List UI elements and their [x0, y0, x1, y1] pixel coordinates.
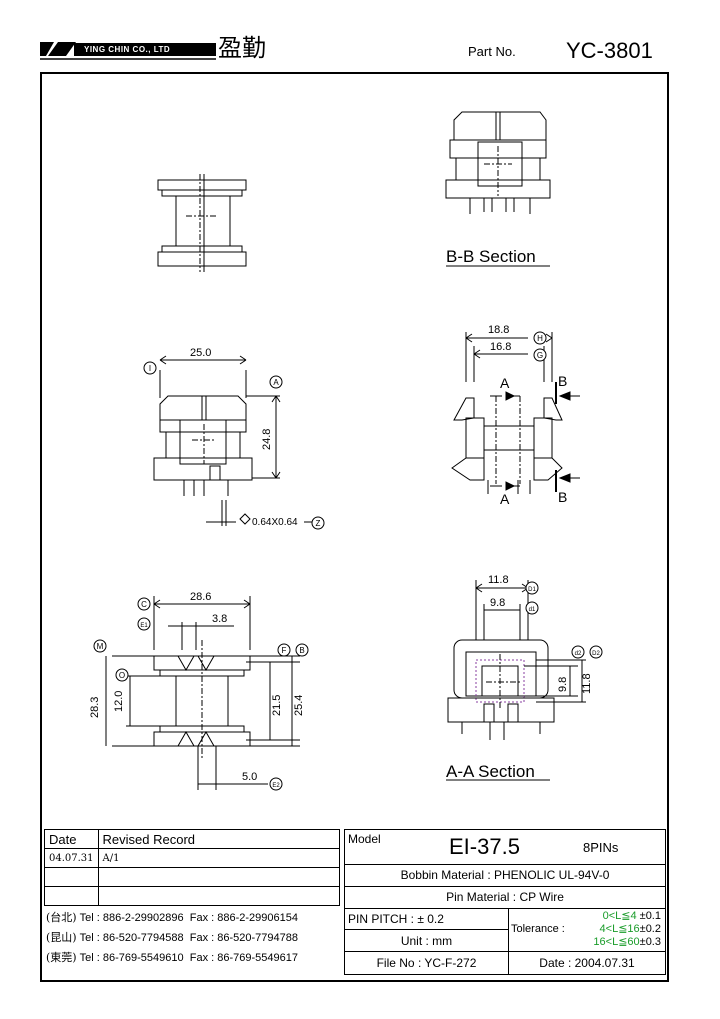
contact-city: (東莞) [46, 951, 77, 964]
dim-bot-width: 28.6 [190, 591, 211, 603]
contact-row: (昆山) Tel : 86-520-7794588 Fax : 86-520-7… [46, 928, 342, 948]
tol-value-2: ±0.2 [639, 923, 661, 935]
callout-f: F [282, 646, 287, 655]
dim-bot-pin-row: 5.0 [242, 771, 257, 783]
drawing-frame [40, 72, 669, 982]
callout-d1-upper: D1 [528, 587, 536, 593]
callout-b: B [299, 646, 304, 655]
tolerance-label: Tolerance : [511, 923, 565, 935]
contact-fax: Fax : 86-769-5549617 [189, 952, 298, 964]
contact-row: (台北) Tel : 886-2-29902896 Fax : 886-2-29… [46, 908, 342, 928]
dim-aa-h-big: 11.8 [581, 673, 593, 694]
rev-col-record: Revised Record [97, 829, 341, 849]
callout-z: Z [316, 519, 321, 528]
rev-record-1: A/1 [97, 848, 341, 868]
dim-aa-d1: 11.8 [488, 574, 509, 586]
tol-range-1: 0<L≦4 [602, 910, 637, 922]
top-view [157, 174, 247, 272]
tolerance-lines: 0<L≦4 ±0.1 4<L≦16±0.2 16<L≦60±0.3 [593, 910, 661, 949]
pin-count: 8PINs [583, 840, 619, 855]
part-no: YC-3801 [566, 38, 653, 63]
bobbin-material: Bobbin Material : PHENOLIC UL-94V-0 [345, 864, 665, 887]
callout-circles [93, 331, 603, 791]
cut-a-bottom: A [500, 491, 510, 507]
callout-d1-lower: d1 [529, 607, 536, 613]
cut-b-bottom: B [558, 489, 567, 505]
dim-bot-left-inner: 12.0 [113, 691, 125, 712]
model-value: EI-37.5 [449, 834, 520, 859]
dim-bot-right-outer: 25.4 [293, 695, 305, 716]
tol-range-3: 16<L≦60 [593, 936, 640, 948]
pin-pitch: PIN PITCH : ± 0.2 [345, 908, 509, 930]
unit: Unit : mm [345, 930, 509, 952]
cut-b-top: B [558, 373, 567, 389]
contact-tel: Tel : 886-2-29902896 [79, 912, 184, 924]
dim-bot-left-outer: 28.3 [89, 697, 101, 718]
callout-i: I [149, 364, 151, 373]
rev-record-3 [97, 886, 341, 906]
rev-record-2 [97, 867, 341, 887]
callout-e1: E1 [140, 623, 148, 629]
dim-side-height: 24.8 [261, 429, 273, 450]
bottom-view [105, 596, 300, 790]
tolerance-line: 16<L≦60±0.3 [593, 936, 661, 949]
callout-c: C [141, 600, 147, 609]
rev-col-date: Date [44, 829, 99, 849]
bb-section-view [445, 111, 551, 267]
spec-model-row: Model EI-37.5 8PINs [345, 830, 665, 865]
callout-h: H [537, 334, 543, 343]
rev-date-1: 04.07.31 [44, 848, 99, 868]
logo-mark-icon [40, 42, 216, 60]
profile-view [451, 332, 580, 494]
contact-city: (昆山) [46, 931, 77, 944]
dim-g-top: 16.8 [490, 341, 511, 353]
file-no: File No : YC-F-272 [345, 952, 509, 974]
callout-g: G [537, 351, 543, 360]
side-view [153, 355, 312, 526]
callout-o: O [119, 671, 125, 680]
contact-city: (台北) [46, 911, 77, 924]
dim-aa-h-small: 9.8 [557, 677, 569, 692]
cut-a-top: A [500, 375, 510, 391]
drawing-date: Date : 2004.07.31 [539, 956, 635, 970]
callout-d2-lower: d2 [575, 651, 582, 657]
tol-value-1: ±0.1 [639, 910, 661, 922]
tolerance-block: Tolerance : 0<L≦4 ±0.1 4<L≦16±0.2 16<L≦6… [509, 908, 665, 952]
bb-section-title: B-B Section [446, 247, 536, 266]
rev-date-2 [44, 867, 99, 887]
dim-aa-d-small: 9.8 [490, 597, 505, 609]
dim-bot-right-inner: 21.5 [271, 695, 283, 716]
callout-m: M [97, 642, 104, 651]
contact-fax: Fax : 86-520-7794788 [189, 932, 298, 944]
contact-tel: Tel : 86-769-5549610 [79, 952, 184, 964]
contact-tel: Tel : 86-520-7794588 [79, 932, 184, 944]
revision-table: Date Revised Record 04.07.31 A/1 [44, 829, 341, 906]
tol-range-2: 4<L≦16 [599, 923, 640, 935]
tolerance-line: 4<L≦16±0.2 [593, 923, 661, 936]
technical-drawing: B-B Section 25.0 24.8 0.64X0.64 [89, 111, 603, 791]
company-name-cn: 盈勤 [218, 34, 266, 62]
model-label: Model [348, 832, 381, 846]
callout-e2: E2 [272, 783, 280, 789]
tol-value-3: ±0.3 [639, 936, 661, 948]
part-no-label: Part No. [468, 44, 516, 59]
callout-d2-upper: D2 [592, 651, 600, 657]
rev-date-3 [44, 886, 99, 906]
aa-section-title: A-A Section [446, 762, 535, 781]
company-logo: YING CHIN CO., LTD [40, 38, 216, 60]
tolerance-line: 0<L≦4 ±0.1 [593, 910, 661, 923]
contacts: (台北) Tel : 886-2-29902896 Fax : 886-2-29… [46, 908, 342, 968]
callout-a: A [273, 378, 279, 387]
contact-row: (東莞) Tel : 86-769-5549610 Fax : 86-769-5… [46, 948, 342, 968]
contact-fax: Fax : 886-2-29906154 [189, 912, 298, 924]
dim-pin-size: 0.64X0.64 [252, 517, 298, 528]
dim-side-width: 25.0 [190, 347, 211, 359]
spec-block: Model EI-37.5 8PINs Bobbin Material : PH… [344, 829, 666, 975]
company-name: YING CHIN CO., LTD [84, 45, 171, 54]
dim-h-top: 18.8 [488, 324, 509, 336]
pin-material: Pin Material : CP Wire [345, 886, 665, 909]
dim-bot-pitch: 3.8 [212, 613, 227, 625]
